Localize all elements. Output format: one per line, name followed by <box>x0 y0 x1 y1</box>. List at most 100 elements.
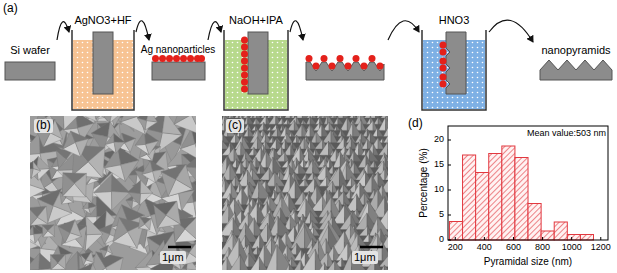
axis-ticks <box>448 140 601 240</box>
pyramid-facet <box>282 116 285 118</box>
pyramid-facet <box>315 149 319 156</box>
text-label: 400 <box>477 242 492 252</box>
pyramid-facet <box>30 253 40 270</box>
pyramid-facet <box>174 116 191 124</box>
pyramid-facet <box>296 199 306 218</box>
pyramid-facet <box>258 197 263 205</box>
pyramid-facet <box>230 133 236 143</box>
pyramid-facet <box>94 192 112 211</box>
pyramid-facet <box>114 134 125 143</box>
pyramid-facet <box>237 170 247 186</box>
histogram-bar <box>463 155 476 240</box>
pyramid-facet <box>333 151 340 167</box>
pyramid-facet <box>271 127 277 136</box>
pyramid-facet <box>365 120 373 130</box>
pyramid-facet <box>279 116 281 118</box>
pyramid-facet <box>340 117 347 130</box>
pyramid-facet <box>325 260 334 270</box>
sem-background <box>30 116 196 270</box>
sem-image <box>30 116 196 270</box>
pyramid-facet <box>379 117 386 131</box>
pyramid-facet <box>291 132 294 137</box>
pyramid-facet <box>63 116 82 130</box>
text-label: 1000 <box>562 242 582 252</box>
pyramid-facet <box>378 128 384 137</box>
pyramid-facet <box>251 180 259 199</box>
pyramid-facet <box>353 116 356 118</box>
sem-image <box>222 116 388 270</box>
text-label: 1200 <box>591 242 611 252</box>
pyramid-facet <box>265 141 270 149</box>
pyramid-facet <box>287 133 293 143</box>
pyramid-facet <box>334 125 337 130</box>
histogram-bar <box>476 173 489 241</box>
pyramid-facet <box>261 116 264 118</box>
histogram-bar <box>580 235 593 241</box>
pyramid-facet <box>91 121 110 136</box>
pyramid-facet <box>343 116 348 118</box>
pyramid-facet <box>194 242 196 253</box>
pyramid-facet <box>253 118 256 124</box>
pyramid-facet <box>301 249 316 270</box>
si-wafer <box>5 62 55 80</box>
text-label: 15 <box>434 159 444 169</box>
text-label: (d) <box>408 117 423 131</box>
pyramid-facet <box>260 168 270 180</box>
pyramid-facet <box>94 116 100 119</box>
pyramid-facet <box>270 116 272 118</box>
pyramid-facet <box>82 116 97 122</box>
pyramid-facet <box>34 234 43 244</box>
pyramid-facet <box>253 116 257 118</box>
pyramid-facet <box>317 155 320 161</box>
pyramid-facet <box>240 255 250 270</box>
wafer-in-bath <box>446 32 466 94</box>
pyramid-facet <box>338 129 341 137</box>
pyramid-wafer <box>540 60 612 80</box>
pyramid-facet <box>222 235 223 242</box>
text-label: Si wafer <box>10 44 50 57</box>
pyramid-facet <box>257 116 261 118</box>
pyramid-facet <box>120 116 139 122</box>
text-label: Ag nanoparticles <box>141 44 216 56</box>
pyramid-facet <box>335 260 344 270</box>
pyramid-facet <box>222 163 230 180</box>
text-label: (b) <box>34 119 53 133</box>
pyramid-facet <box>314 139 322 149</box>
etched-wafer <box>306 62 384 80</box>
pyramid-facet <box>112 175 130 193</box>
scale-bar <box>360 246 383 249</box>
pyramid-facet <box>230 163 239 180</box>
pyramid-facet <box>280 126 286 137</box>
pyramid-facet <box>311 132 316 143</box>
pyramid-facet <box>222 145 230 155</box>
pyramid-facet <box>354 150 362 161</box>
histogram-bar <box>554 222 567 240</box>
pyramid-facet <box>244 116 248 124</box>
pyramid-facet <box>333 130 338 136</box>
text-label: (a) <box>3 2 18 16</box>
pyramid-facet <box>267 116 270 118</box>
pyramid-facet <box>336 243 348 261</box>
pyramid-facet <box>304 159 309 168</box>
pyramid-facet <box>252 125 256 130</box>
pyramid-facet <box>366 117 370 124</box>
pyramid-facet <box>379 245 388 266</box>
pyramid-facet <box>271 190 275 198</box>
pyramid-facet <box>299 179 305 186</box>
pyramid-facet <box>268 136 272 142</box>
pyramid-facet <box>298 138 305 149</box>
pyramid-facet <box>277 244 295 270</box>
pyramid-facet <box>289 194 298 211</box>
ag-particles <box>241 37 248 93</box>
pyramid-facet <box>290 146 300 161</box>
pyramid-facet <box>374 161 377 168</box>
pyramid-facet <box>229 116 231 118</box>
pyramid-facet <box>252 169 260 180</box>
pyramid-facet <box>114 142 125 153</box>
text-label: 10 <box>434 184 444 194</box>
pyramid-facet <box>166 201 181 224</box>
pyramid-facet <box>304 211 310 224</box>
pyramid-facet <box>324 181 333 192</box>
pyramid-facet <box>331 130 338 143</box>
pyramid-facet <box>89 263 101 270</box>
